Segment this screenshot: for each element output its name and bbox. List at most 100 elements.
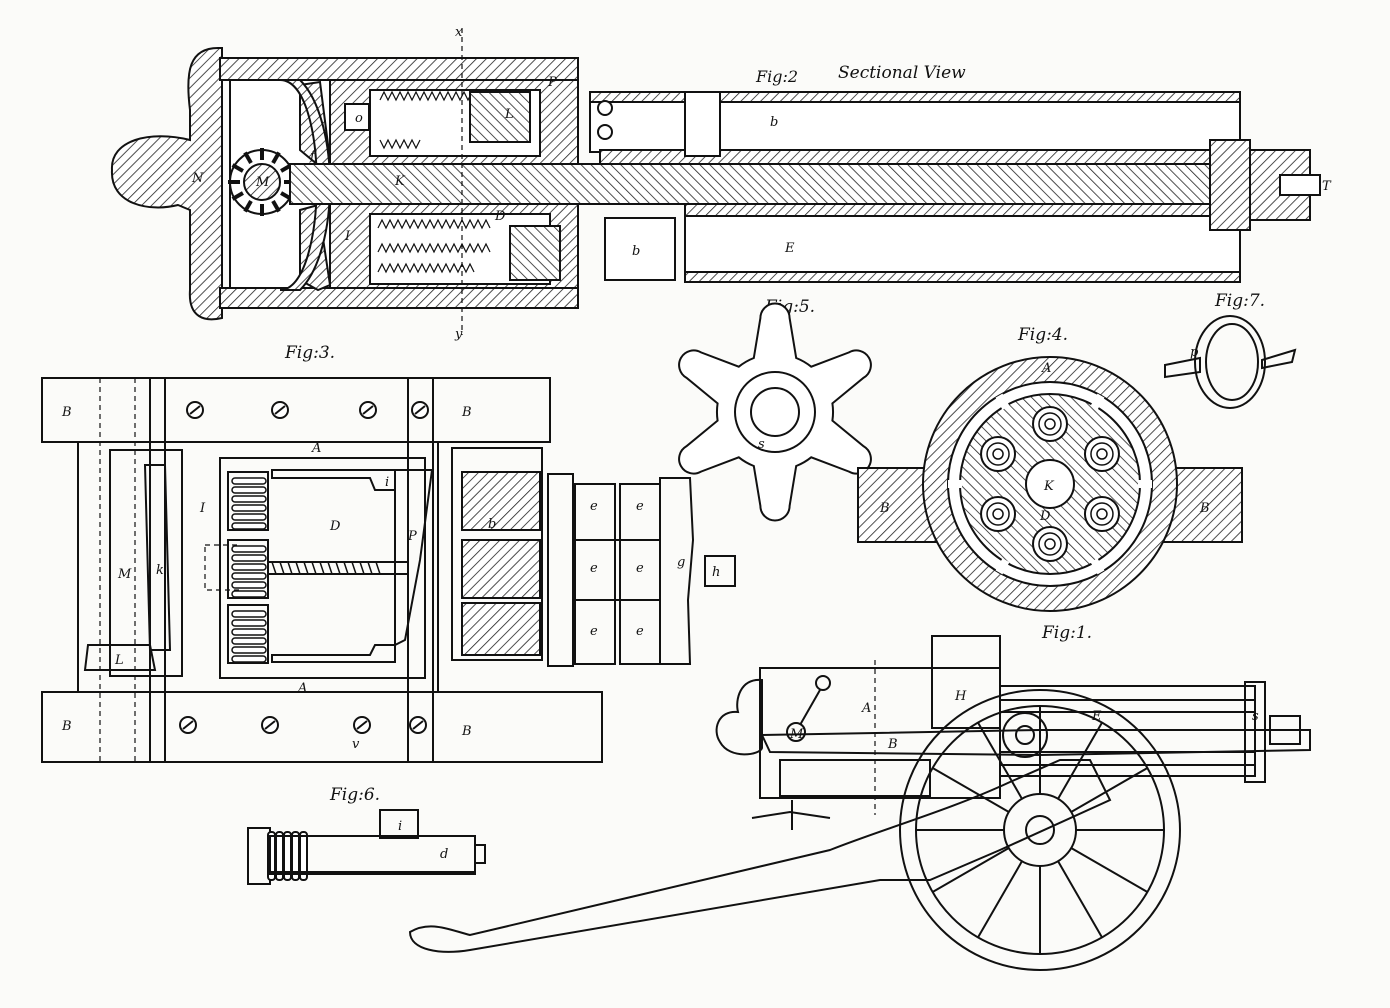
bolt-slot — [362, 405, 374, 415]
fig1-crank-hub — [786, 722, 806, 742]
rod-coil — [351, 561, 357, 575]
fig2-label-K: K — [394, 174, 406, 189]
fig2-upper-spring — [379, 90, 477, 102]
spring-coil — [231, 486, 267, 494]
fig1-wheel-hub — [1003, 793, 1077, 867]
wheel-spoke — [977, 860, 1023, 938]
fig3-column-e1 — [574, 483, 616, 665]
fig1-handle — [715, 678, 763, 756]
fig3-label-M: M — [117, 567, 132, 582]
rod-coil — [303, 561, 309, 575]
gear-tooth — [271, 200, 281, 213]
fig1-wheel-axle — [1025, 815, 1055, 845]
fig5-star-wheel: Fig:5. s — [678, 297, 872, 522]
bolt-slot — [189, 405, 201, 415]
fig2-label-M: M — [255, 175, 270, 190]
fig7-tab-left — [1164, 356, 1201, 379]
fig3-springs — [231, 477, 381, 663]
fig3-label-e3: e — [590, 561, 598, 576]
fig3-lower-cam — [271, 644, 396, 663]
barrel-hole-core — [1096, 508, 1108, 520]
bolt-slot — [414, 405, 426, 415]
fig3-label-i: i — [385, 475, 389, 490]
fig3-label-L: L — [114, 653, 124, 668]
fig2-block-o — [344, 103, 370, 131]
fig1-side-elevation: Fig:1. A B H E — [408, 623, 1311, 971]
fig2-end-pin — [1279, 174, 1321, 196]
fig2-label-T: T — [1322, 179, 1332, 194]
fig1-label-A: A — [861, 701, 871, 716]
carrier-slot — [995, 558, 1010, 575]
rod-coil — [375, 561, 381, 575]
barrel-hole — [1083, 436, 1120, 472]
barrel-hole-ring — [986, 502, 1010, 526]
gear-tooth — [243, 200, 253, 213]
fig3-label-b: b — [488, 517, 496, 532]
fig3-barrel-3 — [461, 602, 541, 656]
spring-coil — [231, 646, 267, 654]
fig1-crank-pivot — [815, 675, 831, 691]
rod-coil — [343, 561, 349, 575]
fig3-plate-P — [394, 469, 434, 647]
barrel-hole — [980, 496, 1017, 532]
barrel-hole-core — [1044, 538, 1056, 550]
carrier-slot — [1090, 393, 1105, 410]
fig3-lower-rail — [41, 691, 603, 763]
fig6-lock-bolt: Fig:6. d i — [247, 785, 486, 885]
fig3-label-k: k — [156, 563, 164, 578]
gear-tooth — [271, 151, 281, 164]
fig3-end-pin — [704, 555, 736, 587]
carrier-slot — [1090, 558, 1105, 575]
fig3-label-v: v — [352, 737, 360, 752]
fig3-lock-frame — [219, 457, 426, 679]
fig3-caption: Fig:3. — [284, 343, 335, 363]
fig2-muzzle-plate — [1209, 139, 1251, 231]
fig2-label-x: x — [455, 25, 463, 40]
fig4-label-B2: B — [1199, 501, 1210, 516]
barrel-hole-core — [992, 508, 1004, 520]
fig2-lower-bolt — [509, 225, 561, 281]
spring-coil — [231, 610, 267, 618]
fig2-label-L: L — [504, 107, 514, 122]
fig3-label-e5: e — [590, 624, 598, 639]
fig3-foot — [83, 644, 157, 671]
bolt-slot — [264, 720, 276, 730]
fig2-label-I: I — [344, 229, 351, 244]
fig2-label-E: E — [784, 241, 795, 256]
barrel-hole — [1032, 406, 1068, 442]
rod-coil — [319, 561, 325, 575]
fig2-cam-curve — [279, 79, 331, 291]
barrel-hole-ring — [1038, 412, 1062, 436]
fig2-ball-1 — [597, 100, 613, 116]
fig3-cross-bar-left — [149, 377, 166, 763]
fig6-label-i: i — [398, 819, 402, 834]
fig6-head — [247, 827, 271, 885]
fig4-label-K: K — [1043, 479, 1055, 494]
fig2-cartridge-chamber — [604, 217, 676, 281]
fig4-label-B1: B — [879, 501, 890, 516]
spring-coil — [231, 545, 267, 553]
fig3-label-I: I — [199, 501, 206, 516]
fig3-label-A2: A — [297, 681, 307, 696]
fig4-cross-section: Fig:4. K D B B A — [857, 325, 1243, 612]
fig1-trail — [408, 759, 1112, 953]
rod-coil — [359, 561, 365, 575]
wheel-spoke — [932, 847, 1010, 893]
spring-coil — [231, 504, 267, 512]
barrel-hole-ring — [1038, 532, 1062, 556]
fig3-label-e4: e — [636, 561, 644, 576]
fig7-ring-inner — [1205, 323, 1259, 401]
barrel-hole-ring — [986, 442, 1010, 466]
fig7-caption: Fig:7. — [1214, 291, 1265, 311]
fig1-label-B: B — [887, 737, 898, 752]
fig3-bolts — [179, 401, 429, 734]
fig1-lower-lock — [779, 759, 931, 797]
wheel-spoke — [1057, 722, 1103, 800]
fig2-subtitle: Sectional View — [838, 63, 966, 83]
bolt-slot — [274, 405, 286, 415]
barrel-hole-core — [1096, 448, 1108, 460]
fig2-barrel-band — [684, 91, 721, 157]
spring-coil — [231, 581, 267, 589]
fig2-label-N: N — [191, 171, 204, 186]
